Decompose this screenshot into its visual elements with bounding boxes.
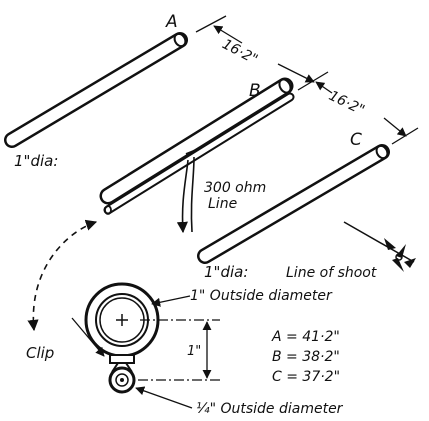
element-a-rod — [4, 32, 188, 148]
clip-label: Clip — [26, 344, 54, 362]
outer-diameter-label: 1" Outside diameter — [190, 288, 333, 304]
line-of-shoot-arrow — [343, 221, 416, 272]
element-b-rod — [99, 77, 295, 215]
feed-line-label-1: 300 ohm — [204, 180, 266, 196]
inner-diameter-label: ¼" Outside diameter — [196, 401, 344, 417]
spacing-bc-label: 16·2" — [326, 88, 367, 119]
separation-dimension — [138, 319, 220, 381]
clip-leader — [71, 317, 105, 357]
length-c-label: C = 37·2" — [272, 369, 340, 385]
line-of-shoot-label: Line of shoot — [286, 265, 377, 281]
spacing-dimensions — [195, 15, 419, 145]
feed-line — [176, 149, 197, 234]
element-c-diameter-label: 1"dia: — [204, 263, 248, 281]
element-a-diameter-label: 1"dia: — [14, 152, 58, 170]
element-b-label: B — [249, 81, 261, 101]
cross-section — [84, 282, 160, 394]
feed-line-label-2: Line — [208, 196, 237, 212]
inner-diameter-leader — [135, 386, 193, 409]
element-c-label: C — [350, 130, 362, 150]
element-c-rod — [197, 144, 390, 264]
length-b-label: B = 38·2" — [272, 349, 340, 365]
outer-diameter-leader — [151, 295, 191, 307]
clip-connector-arrow — [27, 219, 98, 332]
element-a-label: A — [165, 12, 178, 32]
separation-label: 1" — [187, 344, 201, 359]
length-a-label: A = 41·2" — [271, 329, 340, 345]
